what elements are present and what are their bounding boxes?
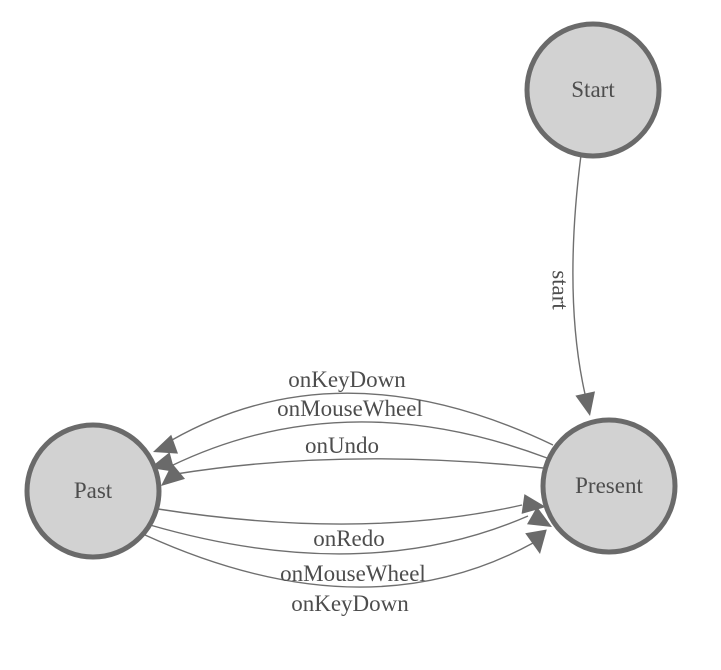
edge-present-to-past-onundo — [175, 458, 544, 475]
edge-start-to-present — [572, 154, 586, 395]
edge-past-to-present-onkeydown — [144, 534, 534, 588]
edge-label-onmousewheel-top: onMouseWheel — [277, 396, 423, 421]
arrowhead-present-to-past-onundo — [161, 463, 185, 486]
arrowhead-past-to-present-onmousewheel — [527, 506, 552, 527]
state-label-present: Present — [575, 473, 643, 498]
arrowhead-present-to-past-onkeydown — [153, 434, 178, 454]
state-label-past: Past — [74, 478, 113, 503]
edge-label-onkeydown-top: onKeyDown — [288, 367, 406, 392]
state-circle-past[interactable] — [24, 422, 162, 560]
state-circle-start[interactable] — [524, 21, 662, 159]
edge-label-onredo: onRedo — [313, 526, 385, 551]
edge-present-to-past-onkeydown — [171, 392, 554, 446]
edge-label-start: start — [548, 270, 573, 310]
arrowhead-past-to-present-onkeydown — [525, 529, 547, 554]
edge-label-group: start onKeyDown onMouseWheel onUndo onRe… — [277, 270, 573, 616]
arrowhead-past-to-present-onredo — [521, 494, 546, 514]
state-node-start[interactable]: Start — [524, 21, 662, 159]
state-label-start: Start — [571, 77, 615, 102]
edge-present-to-past-onmousewheel — [170, 421, 548, 467]
arrowhead-start-to-present — [575, 391, 595, 416]
edge-group — [144, 154, 595, 588]
edge-label-onundo: onUndo — [305, 433, 379, 458]
edge-past-to-present-onredo — [157, 504, 523, 525]
state-circle-present[interactable] — [540, 417, 678, 555]
state-node-past[interactable]: Past — [24, 422, 162, 560]
edge-past-to-present-onmousewheel — [149, 515, 529, 555]
state-node-present[interactable]: Present — [540, 417, 678, 555]
edge-label-onkeydown-bottom: onKeyDown — [291, 591, 409, 616]
edge-label-onmousewheel-bottom: onMouseWheel — [280, 561, 426, 586]
